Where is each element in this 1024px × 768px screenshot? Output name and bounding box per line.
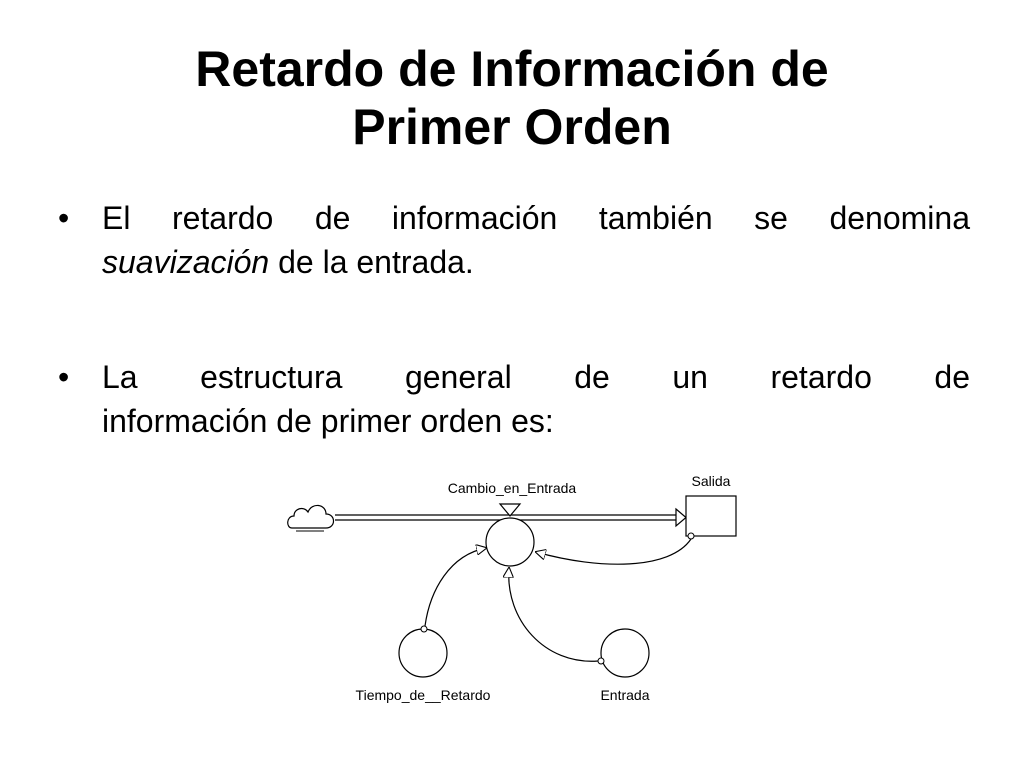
- bullet-text-after: de la entrada.: [269, 244, 474, 280]
- connector-delay-to-rate: [420, 548, 486, 633]
- delay-label: Tiempo_de__Retardo: [356, 687, 491, 703]
- slide-title-line2: Primer Orden: [352, 99, 672, 155]
- cloud-icon: [287, 504, 335, 532]
- bullet-item: • La estructura general de un retardo de…: [58, 355, 970, 443]
- bullet-text-italic: suavización: [102, 244, 270, 280]
- connector-input-to-rate: [509, 568, 605, 665]
- stock-label: Salida: [692, 473, 731, 489]
- slide-title-line1: Retardo de Información de: [195, 41, 829, 97]
- bullet-marker: •: [58, 200, 70, 236]
- bullet-text-line1: La estructura general de un retardo de: [102, 359, 970, 395]
- valve-icon: [498, 503, 522, 517]
- bullet-marker: •: [58, 359, 70, 395]
- flow-label: Cambio_en_Entrada: [448, 480, 577, 496]
- input-label: Entrada: [600, 687, 649, 703]
- connector-stock-to-rate: [536, 532, 695, 565]
- flow-rate-node: [485, 517, 535, 567]
- stock-flow-diagram: Cambio_en_Entrada Salida Tiempo_de__Reta…: [287, 473, 737, 703]
- input-node: [600, 628, 650, 678]
- delay-time-node: [398, 628, 448, 678]
- stock-box: [685, 495, 737, 537]
- bullet-list: • El retardo de información también se d…: [58, 196, 970, 443]
- bullet-text-line1: El retardo de información también se den…: [102, 200, 970, 236]
- bullet-text-line2: información de primer orden es:: [102, 403, 554, 439]
- bullet-item: • El retardo de información también se d…: [58, 196, 970, 284]
- slide-title: Retardo de Información de Primer Orden: [0, 40, 1024, 156]
